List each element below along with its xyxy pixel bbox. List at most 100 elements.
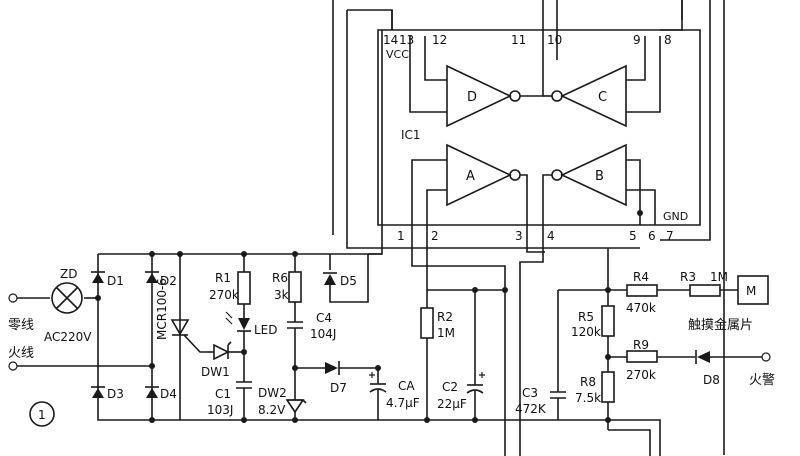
ic-pin-5: 5: [629, 229, 637, 243]
zener-dw2: [285, 399, 305, 414]
resistor-r8: [601, 371, 615, 403]
led: [238, 318, 250, 330]
lamp-rating: AC220V: [44, 330, 92, 344]
r1-column: R1 270k LED C1 103J: [207, 251, 278, 423]
ic-pin-7: 7: [666, 229, 674, 243]
r9-ref: R9: [633, 338, 649, 352]
c1-ref: C1: [215, 387, 231, 401]
ic-pin-11: 11: [511, 33, 526, 47]
dw2-ref: DW2: [258, 386, 287, 400]
d8-label: D8: [703, 373, 720, 387]
c3-value: 472K: [515, 402, 547, 416]
capacitor-c3: [550, 391, 566, 399]
r2-c2-branch: R2 1M C2 22μF: [411, 225, 508, 456]
diode-d2: [146, 273, 158, 283]
lamp-zd: ZD AC220V: [44, 267, 92, 344]
r9-value: 270k: [626, 368, 656, 382]
resistor-r6: [288, 271, 302, 303]
dw1-label: DW1: [201, 365, 230, 379]
c4-value: 104J: [310, 327, 336, 341]
led-label: LED: [254, 323, 278, 337]
c1-value: 103J: [207, 403, 233, 417]
resistor-r3: [689, 284, 721, 297]
r1-ref: R1: [215, 271, 231, 285]
gate-a: A: [411, 143, 528, 225]
r5-value: 120k: [571, 325, 601, 339]
d4-label: D4: [160, 387, 177, 401]
r3-value: 1M: [710, 270, 728, 284]
ic-pin-2: 2: [431, 229, 439, 243]
d7-branch: D7: [295, 361, 381, 395]
c2-ref: C2: [442, 380, 458, 394]
neutral-terminal: [8, 293, 18, 303]
ic-name: IC1: [401, 128, 421, 142]
diode-d7: [325, 362, 338, 374]
capacitor-c1: [236, 381, 252, 389]
ic-gnd-label: GND: [663, 210, 688, 223]
r4-value: 470k: [626, 301, 656, 315]
diode-d1: [92, 273, 104, 283]
resistor-r4: [626, 284, 658, 297]
thyristor-label: MCR100-6: [155, 278, 169, 340]
resistor-r9: [626, 350, 658, 363]
r4-ref: R4: [633, 270, 649, 284]
d1-label: D1: [107, 274, 124, 288]
ic-pin-3: 3: [515, 229, 523, 243]
r6-value: 3k: [274, 288, 289, 302]
thyristor-mcr100: MCR100-6: [155, 251, 207, 420]
ic-pin-9: 9: [633, 33, 641, 47]
gate-b-label: B: [595, 169, 604, 184]
r3-ref: R3: [680, 270, 696, 284]
r5-ref: R5: [578, 310, 594, 324]
diode-d4: [146, 388, 158, 398]
zener-dw1: DW1: [201, 341, 247, 379]
ic-pin-6: 6: [648, 229, 656, 243]
ic-pin-4: 4: [547, 229, 555, 243]
dw2-value: 8.2V: [258, 403, 286, 417]
touch-motor: [737, 275, 769, 305]
diode-d8: [697, 351, 710, 363]
gate-c: C: [543, 36, 661, 128]
fire-alarm-label: 火警: [749, 372, 775, 388]
ca-value: 4.7μF: [386, 396, 420, 410]
c3-ref: C3: [522, 386, 538, 400]
r1-value: 270k: [209, 288, 239, 302]
gate-d-label: D: [467, 90, 477, 105]
r6-ref: R6: [272, 271, 288, 285]
diode-d3: [92, 388, 104, 398]
capacitor-c4: [287, 321, 303, 329]
touch-plate-label: 触摸金属片: [688, 317, 753, 333]
resistor-r1: [237, 271, 251, 305]
c4-ref: C4: [316, 311, 332, 325]
d3-label: D3: [107, 387, 124, 401]
fire-alarm-terminal: [761, 352, 771, 362]
d2-label: D2: [160, 274, 177, 288]
gate-a-label: A: [466, 169, 475, 184]
c2-value: 22μF: [437, 397, 467, 411]
ic-pin-12: 12: [432, 33, 447, 47]
gate-c-label: C: [598, 90, 607, 105]
ic-pin-13: 13: [399, 33, 414, 47]
neutral-label: 零线: [8, 318, 34, 333]
r8-value: 7.5k: [575, 391, 601, 405]
touch-sense-branch: M R4 470k R3 1M 触摸金属片: [608, 270, 769, 333]
gate-b: B: [542, 143, 656, 225]
mains-input: 零线 火线 1: [8, 293, 152, 427]
ic-pin-14: 14: [383, 33, 398, 47]
d5-label: D5: [340, 274, 357, 288]
motor-label: M: [746, 284, 756, 298]
r8-ref: R8: [580, 375, 596, 389]
r6-column: R6 3k C4 104J DW2 8.2V: [258, 251, 336, 423]
ic-pin-8: 8: [664, 33, 672, 47]
ic-pin-10: 10: [547, 33, 562, 47]
marker-number: 1: [38, 408, 46, 422]
bridge-rectifier: D1 D2 D3 D4: [91, 251, 545, 423]
gate-d: D: [409, 36, 544, 128]
resistor-r5: [601, 305, 615, 337]
r2-value: 1M: [437, 326, 455, 340]
divider-ladder: R5 120k R8 7.5k: [545, 248, 661, 456]
ic-vcc-label: VCC: [386, 48, 409, 61]
lamp-ref: ZD: [60, 267, 77, 281]
capacitor-ca: CA 4.7μF: [369, 368, 420, 420]
